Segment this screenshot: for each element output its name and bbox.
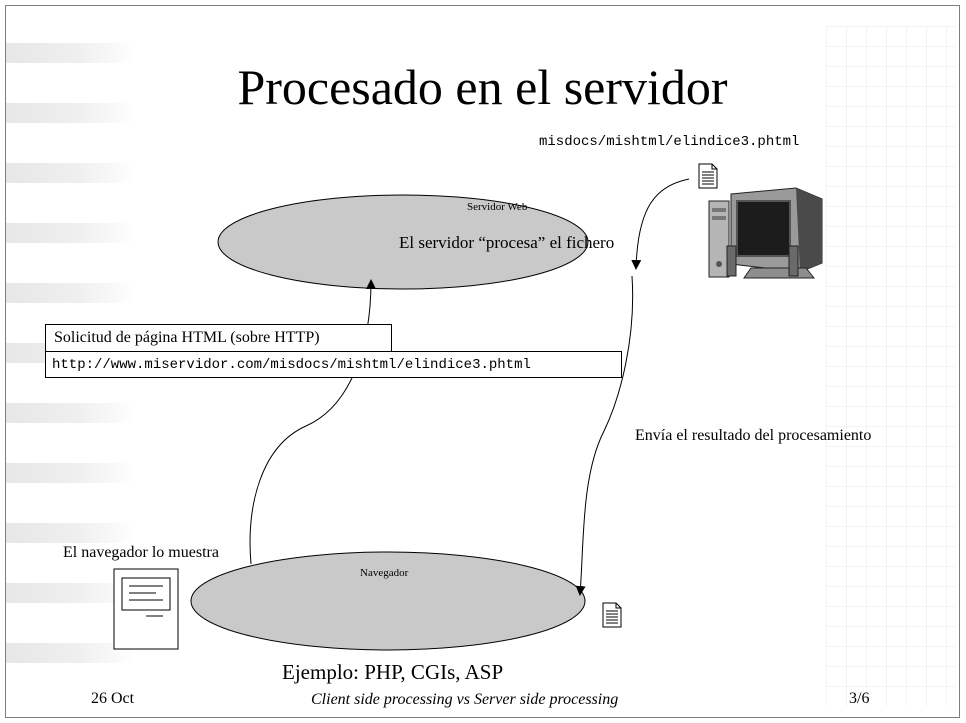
server-process-text: El servidor “procesa” el fichero (399, 233, 615, 252)
footer-date: 26 Oct (91, 690, 135, 707)
browser-shows-label: El navegador lo muestra (63, 544, 219, 561)
slide: Procesado en el servidor (5, 5, 960, 718)
document-icon (698, 163, 718, 189)
footer-page-number: 3/6 (849, 690, 870, 707)
file-path-label: misdocs/mishtml/elindice3.phtml (539, 134, 800, 150)
slide-title: Procesado en el servidor (237, 59, 728, 115)
response-label: Envía el resultado del procesamiento (635, 427, 872, 444)
footer-subtitle: Client side processing vs Server side pr… (311, 691, 619, 708)
result-document-icon (602, 602, 622, 628)
browser-caption: Navegador (360, 567, 409, 579)
response-arrow (575, 275, 634, 596)
browser-ellipse (190, 551, 586, 651)
background-grid (826, 26, 956, 706)
browser-window-icon (113, 568, 179, 650)
computer-icon (708, 187, 823, 279)
file-to-server-arrow (631, 178, 690, 270)
background-stripes (6, 6, 136, 717)
server-caption: Servidor Web (467, 201, 528, 213)
server-ellipse (217, 194, 589, 290)
request-url-box: http://www.miservidor.com/misdocs/mishtm… (45, 351, 622, 378)
example-label: Ejemplo: PHP, CGIs, ASP (282, 660, 504, 684)
diagram-canvas (113, 163, 823, 651)
request-label-box: Solicitud de página HTML (sobre HTTP) (45, 324, 392, 352)
